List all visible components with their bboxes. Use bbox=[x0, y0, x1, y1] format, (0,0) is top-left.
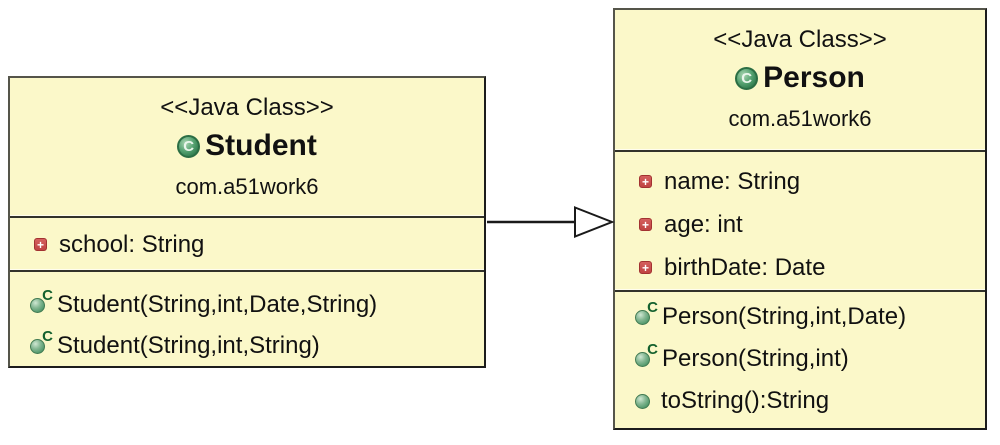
java-class-icon: C bbox=[177, 134, 201, 158]
field-label: age: int bbox=[664, 210, 743, 238]
field-row-age[interactable]: + age: int bbox=[615, 203, 985, 246]
constructor-icon: C bbox=[30, 329, 53, 354]
student-header-compartment: <<Java Class>> C Student com.a51work6 bbox=[10, 78, 484, 216]
field-label: school: String bbox=[59, 230, 205, 258]
person-stereotype: <<Java Class>> bbox=[713, 26, 887, 53]
person-package-name: com.a51work6 bbox=[728, 106, 872, 131]
student-methods-compartment: C Student(String,int,Date,String) C Stud… bbox=[10, 270, 484, 366]
person-header-compartment: <<Java Class>> C Person com.a51work6 bbox=[615, 10, 985, 150]
student-class-name: Student bbox=[205, 129, 317, 162]
public-method-icon bbox=[635, 393, 650, 409]
method-row-tostring[interactable]: toString():String bbox=[615, 380, 985, 422]
field-row-school[interactable]: + school: String bbox=[10, 224, 484, 266]
private-field-icon: + bbox=[639, 175, 652, 188]
generalization-arrow[interactable] bbox=[487, 206, 615, 238]
person-class-name: Person bbox=[763, 61, 865, 94]
field-label: name: String bbox=[664, 167, 801, 195]
field-row-name[interactable]: + name: String bbox=[615, 160, 985, 203]
method-label: toString():String bbox=[661, 387, 830, 414]
method-row-person-ctor-2[interactable]: C Person(String,int) bbox=[615, 338, 985, 380]
method-label: Person(String,int,Date) bbox=[662, 303, 907, 330]
constructor-icon: C bbox=[635, 342, 658, 367]
hollow-triangle-arrowhead-icon bbox=[574, 206, 615, 238]
method-label: Student(String,int,Date,String) bbox=[57, 290, 378, 318]
method-row-student-ctor-2[interactable]: C Student(String,int,String) bbox=[10, 325, 484, 366]
student-fields-compartment: + school: String bbox=[10, 215, 484, 270]
field-label: birthDate: Date bbox=[664, 253, 826, 281]
method-row-student-ctor-1[interactable]: C Student(String,int,Date,String) bbox=[10, 284, 484, 325]
public-method-ball-icon bbox=[635, 393, 650, 409]
method-row-person-ctor-1[interactable]: C Person(String,int,Date) bbox=[615, 296, 985, 338]
constructor-marker: C bbox=[42, 327, 53, 345]
class-box-student[interactable]: <<Java Class>> C Student com.a51work6 + … bbox=[8, 76, 486, 368]
java-class-icon: C bbox=[735, 66, 759, 90]
constructor-marker: C bbox=[647, 341, 658, 358]
public-method-ball-icon bbox=[30, 338, 45, 354]
public-method-ball-icon bbox=[30, 297, 45, 313]
method-label: Student(String,int,String) bbox=[57, 331, 320, 359]
class-box-person[interactable]: <<Java Class>> C Person com.a51work6 + n… bbox=[613, 8, 987, 430]
constructor-icon: C bbox=[635, 300, 658, 325]
student-package-name: com.a51work6 bbox=[175, 174, 319, 199]
private-field-icon: + bbox=[34, 238, 47, 252]
private-field-icon: + bbox=[639, 261, 652, 274]
private-field-icon: + bbox=[639, 218, 652, 231]
student-name-row: C Student bbox=[177, 126, 317, 166]
public-method-ball-icon bbox=[635, 310, 650, 325]
method-label: Person(String,int) bbox=[662, 345, 849, 372]
constructor-marker: C bbox=[42, 286, 53, 304]
field-row-birthdate[interactable]: + birthDate: Date bbox=[615, 246, 985, 289]
person-methods-compartment: C Person(String,int,Date) C Person(Strin… bbox=[615, 290, 985, 428]
person-name-row: C Person bbox=[735, 58, 865, 98]
student-stereotype: <<Java Class>> bbox=[160, 94, 334, 121]
constructor-icon: C bbox=[30, 288, 53, 313]
person-fields-compartment: + name: String + age: int + birthDate: D… bbox=[615, 150, 985, 290]
public-method-ball-icon bbox=[635, 352, 650, 367]
constructor-marker: C bbox=[647, 299, 658, 316]
